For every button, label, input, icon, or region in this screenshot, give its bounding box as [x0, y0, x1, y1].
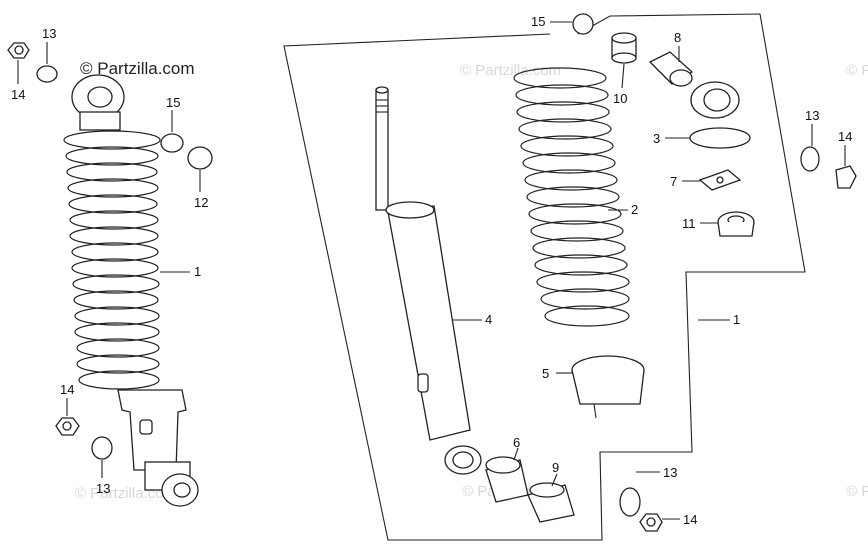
callout-8: 8 [674, 30, 681, 45]
shock-absorber-assembly [63, 74, 199, 507]
callout-5: 5 [542, 366, 549, 381]
collar-10 [611, 32, 637, 64]
callout-14-low-left: 14 [60, 382, 74, 397]
nut-14-bottom [639, 513, 663, 532]
callout-13-bottom: 13 [663, 465, 677, 480]
rubber-bush-11 [717, 211, 755, 237]
leader-lines [17, 21, 846, 520]
watermark-4: © Partzilla.com [846, 62, 868, 79]
plate-7 [698, 169, 742, 191]
callout-6: 6 [513, 435, 520, 450]
callout-1-right: 1 [733, 312, 740, 327]
shock-spring [63, 130, 161, 390]
callout-10: 10 [613, 91, 627, 106]
callout-4: 4 [485, 312, 492, 327]
collar-9 [527, 482, 575, 523]
watermark-5: © Partzilla.com [846, 483, 868, 500]
assembly-boundary [283, 13, 806, 541]
bushing-8 [648, 51, 694, 87]
callout-13-top-left: 13 [42, 26, 56, 41]
callout-7: 7 [670, 174, 677, 189]
upper-mount-3 [689, 81, 751, 149]
callout-3: 3 [653, 131, 660, 146]
callout-14-top-left: 14 [11, 87, 25, 102]
callout-1-left: 1 [194, 264, 201, 279]
callout-13-low-left: 13 [96, 481, 110, 496]
spring-seat-5 [571, 355, 645, 419]
callout-9: 9 [552, 460, 559, 475]
washer-13-bottom [619, 487, 641, 517]
washer-13-top-left [36, 65, 58, 83]
callout-2: 2 [631, 202, 638, 217]
collar-6 [485, 456, 529, 503]
nut-14-low-left [55, 417, 80, 436]
callout-14-bottom: 14 [683, 512, 697, 527]
callout-11: 11 [682, 216, 696, 231]
washer-13-low-left [91, 436, 113, 460]
callout-12: 12 [194, 195, 208, 210]
copyright-text: © Partzilla.com [80, 59, 195, 78]
washer-15-left [160, 133, 184, 153]
damper-unit-4 [375, 86, 482, 475]
watermark-1: © Partzilla.com [460, 62, 561, 79]
washer-12 [187, 146, 213, 170]
spring-2 [513, 67, 630, 327]
nut-14-top-left [7, 42, 30, 59]
washer-15-top [572, 13, 594, 35]
callout-15-top: 15 [531, 14, 545, 29]
callout-14-right: 14 [838, 129, 852, 144]
callout-13-right: 13 [805, 108, 819, 123]
cap-nut-14-right [835, 165, 857, 189]
callout-15-left: 15 [166, 95, 180, 110]
washer-13-right [800, 146, 820, 172]
